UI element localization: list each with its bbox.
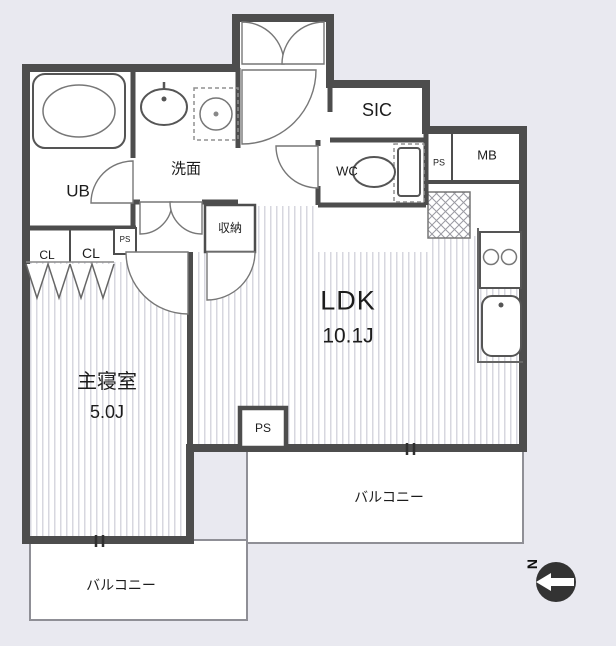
washroom-label: 洗面	[170, 160, 202, 178]
ldk-area-label: 10.1J	[322, 324, 374, 348]
kitchen-counter	[477, 228, 523, 363]
closet-folding-doors	[25, 261, 115, 301]
balcony-dividers	[94, 443, 416, 547]
washbasin	[140, 82, 188, 126]
interior-walls	[26, 68, 523, 448]
pipe-shaft-bottom-box	[237, 405, 289, 451]
wc-door	[275, 145, 319, 189]
balcony-main	[246, 447, 524, 544]
bath-door	[90, 160, 134, 204]
washroom-door-right	[169, 201, 203, 235]
bedroom-label: 主寝室	[77, 371, 137, 393]
bedroom-area-label: 5.0J	[89, 402, 125, 422]
balcony-bedroom-label: バルコニー	[86, 577, 156, 593]
washing-machine	[193, 87, 239, 141]
meter-box-label: MB	[477, 147, 497, 163]
toilet	[352, 143, 425, 203]
entry-door-right	[281, 21, 325, 65]
balcony-bedroom	[29, 539, 248, 621]
balcony-main-label: バルコニー	[354, 489, 424, 505]
shoes-closet-label: SIC	[361, 100, 393, 120]
compass-icon	[536, 562, 576, 602]
pipe-shaft-top-label: PS	[432, 157, 446, 168]
door-arcs	[90, 21, 325, 315]
pipe-shaft-mid-label: PS	[119, 235, 131, 244]
hall-door	[241, 69, 317, 145]
pipe-shaft-mid-box	[113, 227, 137, 255]
closet-a-label: CL	[39, 248, 55, 262]
storage-box	[203, 203, 257, 254]
unit-bath-label: UB	[66, 181, 90, 201]
toilet-label: WC	[336, 163, 358, 179]
compass-north-label: N	[524, 558, 540, 570]
pipe-shaft-bottom-label: PS	[254, 421, 272, 435]
storage-door	[206, 251, 256, 301]
closet-b-label: CL	[82, 245, 100, 261]
ldk-label: LDK	[320, 285, 376, 316]
stove	[479, 231, 522, 289]
bathtub	[32, 73, 126, 149]
entrance-tile	[427, 191, 471, 239]
storage-label: 収納	[217, 221, 243, 235]
bedroom-door	[125, 251, 189, 315]
kitchen-sink	[481, 295, 522, 357]
